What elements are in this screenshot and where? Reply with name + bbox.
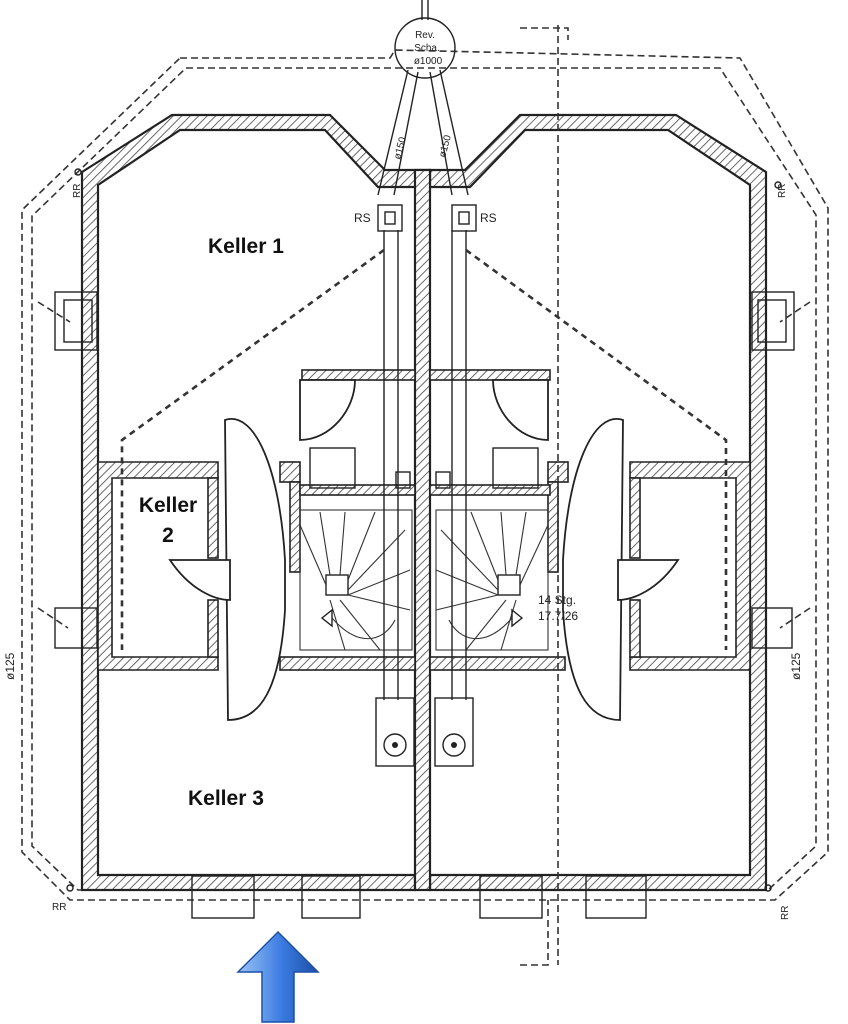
shaft-label-line2: Scha. (414, 43, 440, 54)
pipe-diameter-right: ø150 (437, 133, 454, 158)
rs-label-right: RS (480, 211, 497, 225)
doors (168, 379, 680, 721)
rr-top-left: RR (72, 184, 83, 198)
vertical-pipes (383, 25, 569, 966)
stairs-note-line2: 17.7/26 (538, 609, 578, 623)
window-drains (37, 301, 811, 629)
dashed-boundaries (120, 248, 728, 650)
room-label-keller1: Keller 1 (208, 235, 284, 258)
utility-boxes (309, 447, 539, 489)
shaft-label-line3: ø1000 (414, 56, 443, 67)
outer-drain-line (21, 49, 829, 901)
revision-shaft: Rev. Scha. ø1000 ø150 ø150 (377, 0, 469, 196)
rr-top-right: RR (777, 184, 788, 198)
room-label-keller3: Keller 3 (188, 787, 264, 810)
staircase (299, 509, 549, 651)
boiler-units (375, 697, 474, 767)
stairs-note-line1: 14 Stg. (538, 593, 576, 607)
pipe-diameter-outer-left: ø125 (3, 652, 17, 680)
rr-bottom-right: RR (780, 906, 791, 920)
rr-markers: RR RR RR RR (52, 168, 791, 920)
entrance-arrow-icon (236, 930, 320, 1023)
rr-bottom-left: RR (52, 902, 66, 913)
room-label-keller2-line1: Keller (139, 494, 197, 517)
rs-label-left: RS (354, 211, 371, 225)
walls (80, 113, 768, 892)
room-label-keller2-line2: 2 (162, 524, 174, 547)
pipe-diameter-outer-right: ø125 (789, 652, 803, 680)
rs-boxes: RS RS (354, 204, 497, 232)
shaft-label-line1: Rev. (415, 30, 435, 41)
windows (54, 291, 795, 919)
pipe-diameter-left: ø150 (392, 135, 409, 160)
